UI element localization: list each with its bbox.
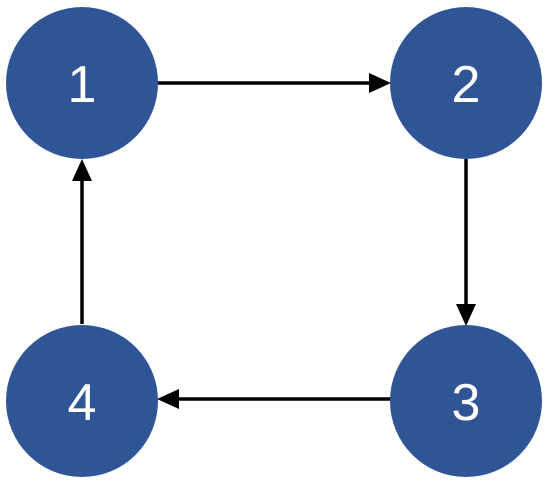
arrowhead-4-to-1	[72, 159, 92, 181]
node-1-label: 1	[68, 56, 97, 114]
edges	[72, 73, 476, 409]
node-4-circle	[6, 325, 158, 477]
node-2: 2	[390, 7, 542, 159]
edge-2-to-3	[456, 159, 476, 326]
node-1: 1	[6, 7, 158, 159]
arrowhead-3-to-4	[157, 389, 179, 409]
edge-3-to-4	[157, 389, 391, 409]
node-3-circle	[390, 325, 542, 477]
node-2-circle	[390, 7, 542, 159]
edge-4-to-1	[72, 159, 92, 324]
node-3: 3	[390, 325, 542, 477]
node-4: 4	[6, 325, 158, 477]
node-4-label: 4	[68, 374, 97, 432]
edge-1-to-2	[157, 73, 391, 93]
arrowhead-2-to-3	[456, 304, 476, 326]
node-3-label: 3	[452, 374, 481, 432]
arrowhead-1-to-2	[369, 73, 391, 93]
node-2-label: 2	[452, 56, 481, 114]
node-1-circle	[6, 7, 158, 159]
